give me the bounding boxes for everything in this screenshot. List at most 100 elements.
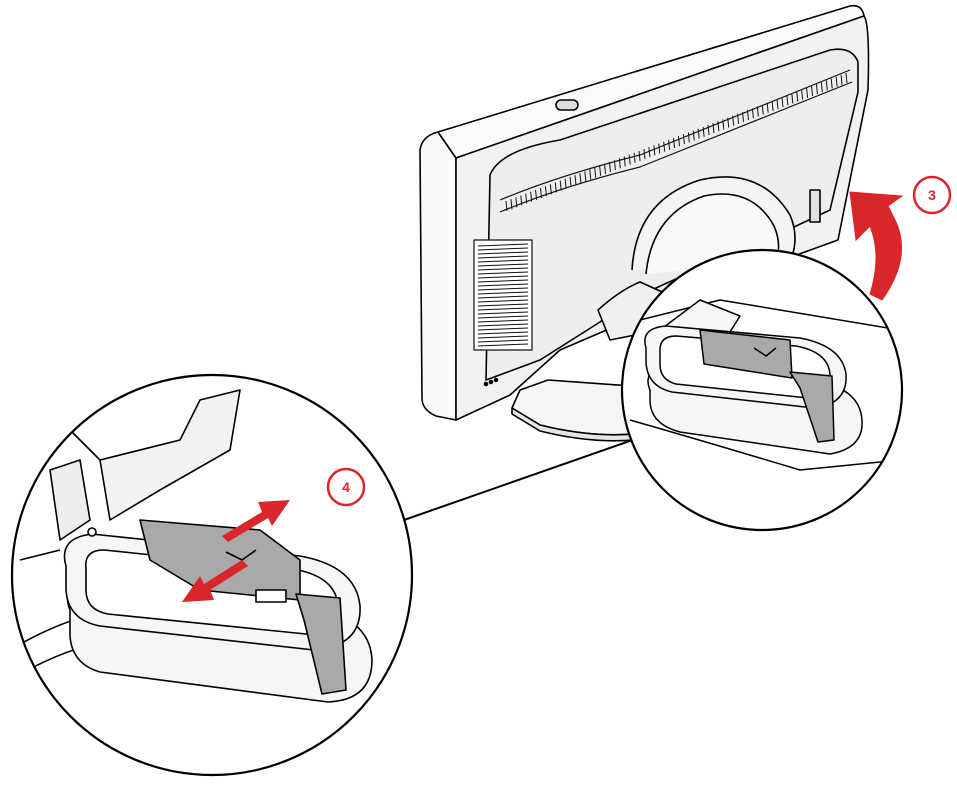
vent-slot [663, 141, 666, 152]
detail-circle-small [620, 248, 904, 532]
vent-slot [604, 163, 607, 174]
vent-slot [776, 98, 779, 110]
vent-slot [613, 160, 616, 171]
vent-slot [830, 78, 833, 89]
step-4-number: 4 [342, 479, 350, 495]
side-vent-slot [477, 259, 529, 263]
vent-slot [815, 84, 818, 95]
slide-arrow-up [222, 500, 290, 542]
vent-slot [727, 117, 730, 128]
side-vent-slot [477, 287, 529, 291]
side-vent-slot [477, 267, 529, 271]
side-vent-slot [477, 335, 529, 339]
side-vent-slot [477, 299, 529, 303]
vent-slot [628, 154, 631, 165]
vent-slot [579, 173, 582, 184]
vent-slot [771, 100, 774, 111]
vent-slot [751, 108, 754, 119]
vent-slot [510, 199, 513, 210]
side-vent-slot [477, 271, 529, 275]
vent-slot [825, 80, 828, 91]
vent-slot [530, 191, 533, 202]
vent-slot [673, 137, 676, 148]
vent-slot [702, 126, 705, 137]
vent-slot [756, 106, 759, 117]
vent-slot [559, 180, 562, 191]
vent-slot [638, 150, 641, 161]
vent-slot [786, 95, 789, 106]
side-vent-slot [477, 319, 529, 323]
vent-slot [692, 130, 695, 141]
tilt-up-arrow [849, 191, 904, 301]
vent-slot [515, 197, 518, 208]
vent-slot [668, 139, 671, 150]
vent-slot [781, 97, 784, 108]
vent-slot [806, 87, 809, 98]
vent-slot [584, 171, 587, 182]
slide-arrows [182, 500, 290, 602]
vent-slot [569, 176, 572, 187]
monitor-side-vent [473, 239, 533, 351]
vent-slot [539, 187, 542, 199]
step-3-number: 3 [928, 187, 936, 203]
side-vent-slot [477, 327, 529, 331]
vent-slot [589, 169, 592, 180]
vent-slot [633, 152, 636, 163]
side-vent-slot [477, 315, 529, 319]
side-vent-slot [477, 279, 529, 283]
vent-slot [682, 134, 685, 145]
vent-slot [564, 178, 567, 189]
side-vent-slot [477, 331, 529, 335]
vent-slot [687, 132, 690, 143]
vent-slot [623, 156, 626, 167]
band-small [699, 329, 793, 379]
side-vent-slot [477, 263, 529, 267]
vent-slot [820, 82, 823, 93]
vent-slot [505, 200, 508, 212]
vent-slot [658, 143, 661, 154]
slide-arrow-down [182, 560, 248, 602]
vent-slot [717, 121, 720, 132]
vent-slot [796, 91, 799, 102]
side-vent-slot [477, 295, 529, 299]
vent-slot [697, 128, 700, 139]
monitor-vent-grille [499, 69, 853, 213]
vent-slot [801, 89, 804, 100]
vent-slot [732, 115, 735, 126]
vent-slot [737, 113, 740, 124]
vent-slot [599, 165, 602, 176]
vent-slot [643, 149, 646, 160]
side-vent-slot [477, 323, 529, 327]
side-vent-slot [477, 247, 529, 251]
side-vent-slot [477, 255, 529, 259]
vent-slot [648, 147, 651, 158]
side-vent-slot [477, 307, 529, 311]
vent-slot [742, 111, 745, 123]
vent-slot [520, 195, 523, 206]
side-vent-slot [477, 303, 529, 307]
vent-slot [535, 189, 538, 200]
vent-slot [835, 76, 838, 87]
vent-slot [707, 124, 710, 135]
vent-slot [608, 161, 611, 173]
vent-grille-stripes [505, 72, 848, 212]
vent-slot [791, 93, 794, 104]
side-vent-lines [477, 243, 529, 347]
vent-slot [845, 72, 848, 84]
vent-slot [525, 193, 528, 204]
monitor-power-button [555, 99, 579, 111]
callout-leader-line [403, 435, 645, 521]
step-4-badge: 4 [326, 467, 366, 507]
vent-slot [544, 186, 547, 197]
vent-slot [574, 174, 577, 186]
vent-slot [549, 184, 552, 195]
vent-slot [766, 102, 769, 113]
vent-slot [722, 119, 725, 130]
side-vent-slot [477, 251, 529, 255]
vent-slot [653, 145, 656, 156]
monitor-side-connector [809, 189, 821, 223]
vent-slot [746, 110, 749, 121]
vent-slot [840, 74, 843, 85]
vent-slot [811, 85, 814, 97]
side-vent-slot [477, 275, 529, 279]
